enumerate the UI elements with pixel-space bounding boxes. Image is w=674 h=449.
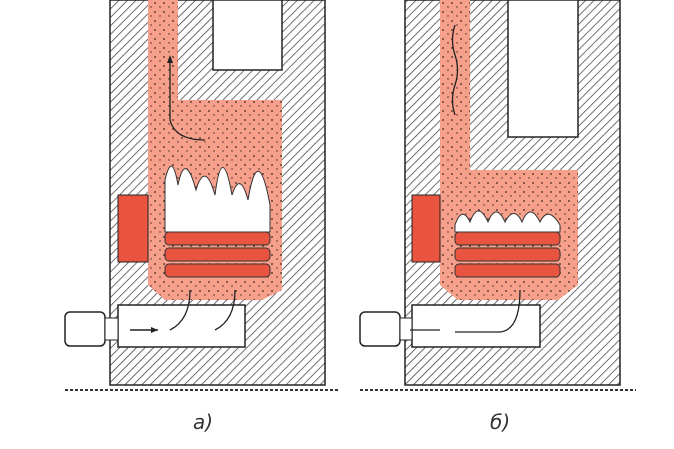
figure-label-b: б) [490,410,511,434]
stove-b [359,0,621,386]
stove-a [64,0,326,386]
figure-label-a: а) [193,410,214,434]
